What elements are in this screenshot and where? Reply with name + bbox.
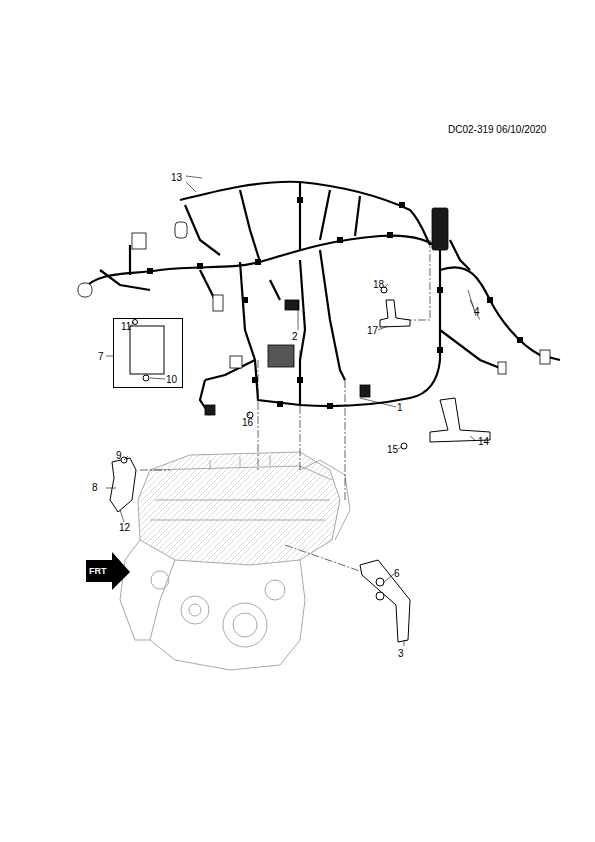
harness-clip bbox=[387, 232, 393, 238]
harness-clip bbox=[277, 401, 283, 407]
harness-clip bbox=[297, 377, 303, 383]
alignment-line bbox=[140, 240, 480, 578]
inset-box: 71110 bbox=[113, 318, 183, 388]
wiring-harness bbox=[82, 182, 560, 415]
front-indicator: FRT bbox=[89, 566, 107, 577]
harness-clip bbox=[399, 202, 405, 208]
callout-number: 8 bbox=[92, 482, 98, 493]
callout-number: 9 bbox=[116, 450, 122, 461]
callout-number: 13 bbox=[171, 172, 182, 183]
callout-number: 15 bbox=[387, 444, 398, 455]
drawing-number: DC02-319 06/10/2020 bbox=[448, 124, 546, 135]
front-arrow bbox=[86, 552, 130, 590]
engine bbox=[120, 452, 350, 670]
harness-clip bbox=[437, 347, 443, 353]
harness-clip bbox=[242, 297, 248, 303]
harness-clip bbox=[517, 337, 523, 343]
callout-number: 10 bbox=[166, 374, 177, 385]
callout-number: 7 bbox=[98, 351, 104, 362]
harness-clip bbox=[327, 403, 333, 409]
leader-line bbox=[106, 176, 476, 646]
callout-number: 17 bbox=[367, 325, 378, 336]
harness-clip bbox=[255, 259, 261, 265]
harness-clip bbox=[252, 377, 258, 383]
callout-number: 4 bbox=[474, 306, 480, 317]
harness-clip bbox=[147, 197, 523, 409]
callout-number: 3 bbox=[398, 648, 404, 659]
callout-number: 1 bbox=[397, 402, 403, 413]
harness-clip bbox=[197, 263, 203, 269]
connector bbox=[78, 208, 550, 415]
bracket bbox=[110, 287, 490, 642]
callout-number: 14 bbox=[478, 436, 489, 447]
callout-number: 16 bbox=[242, 417, 253, 428]
harness-clip bbox=[487, 297, 493, 303]
callout-number: 2 bbox=[292, 331, 298, 342]
callout-number: 18 bbox=[373, 279, 384, 290]
callout-number: 6 bbox=[394, 568, 400, 579]
harness-clip bbox=[147, 268, 153, 274]
harness-clip bbox=[437, 287, 443, 293]
callout-number: 12 bbox=[119, 522, 130, 533]
harness-clip bbox=[337, 237, 343, 243]
harness-clip bbox=[297, 197, 303, 203]
callout-number: 11 bbox=[121, 321, 131, 332]
